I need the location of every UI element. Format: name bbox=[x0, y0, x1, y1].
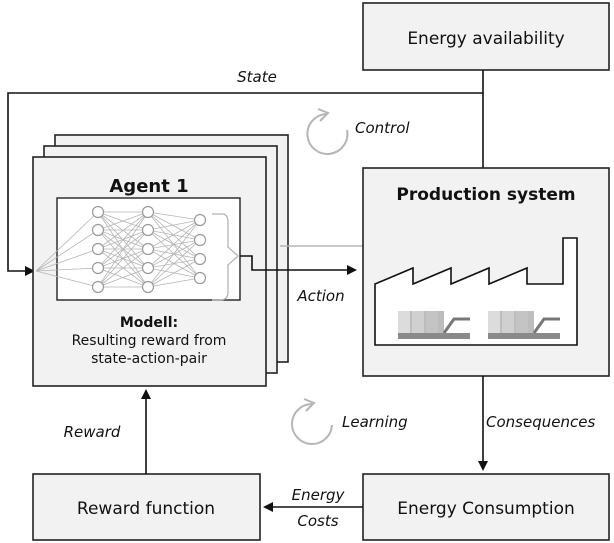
costs-label: Costs bbox=[297, 512, 338, 530]
factory-icon bbox=[374, 237, 578, 346]
energy-consumption-box: Energy Consumption bbox=[362, 473, 610, 541]
consequences-label: Consequences bbox=[486, 413, 595, 431]
state-label: State bbox=[237, 68, 277, 86]
nn-node bbox=[193, 252, 207, 266]
nn-node bbox=[193, 233, 207, 247]
model-line-1: Resulting reward from bbox=[72, 333, 227, 349]
reward-function-label: Reward function bbox=[77, 499, 215, 519]
learning-label: Learning bbox=[342, 413, 408, 431]
machine-icon bbox=[488, 311, 560, 339]
nn-node bbox=[91, 242, 105, 256]
action-arrow bbox=[240, 255, 357, 275]
learning-cycle-icon bbox=[291, 398, 333, 445]
nn-node bbox=[141, 261, 155, 275]
control-label: Control bbox=[355, 119, 410, 137]
nn-node bbox=[141, 242, 155, 256]
production-system-label: Production system bbox=[396, 185, 575, 205]
agent-title: Agent 1 bbox=[109, 176, 188, 197]
nn-node bbox=[141, 280, 155, 294]
energy-availability-box: Energy availability bbox=[362, 2, 610, 71]
energy-availability-label: Energy availability bbox=[407, 29, 564, 49]
nn-node bbox=[141, 223, 155, 237]
model-heading: Modell: bbox=[120, 315, 178, 331]
nn-node bbox=[91, 261, 105, 275]
nn-node bbox=[141, 205, 155, 219]
reward-function-box: Reward function bbox=[32, 473, 261, 541]
energy-consumption-label: Energy Consumption bbox=[397, 499, 575, 519]
nn-node bbox=[91, 280, 105, 294]
machine-icon bbox=[398, 311, 470, 339]
energy-label: Energy bbox=[292, 486, 346, 504]
state-arrow bbox=[7, 70, 484, 276]
reward-label: Reward bbox=[64, 423, 121, 441]
action-label: Action bbox=[296, 287, 344, 305]
nn-node bbox=[193, 213, 207, 227]
control-cycle-icon bbox=[306, 108, 349, 155]
nn-node bbox=[91, 223, 105, 237]
nn-node bbox=[193, 271, 207, 285]
neural-network-icon bbox=[35, 197, 241, 301]
nn-node bbox=[91, 205, 105, 219]
model-line-2: state-action-pair bbox=[91, 351, 207, 367]
